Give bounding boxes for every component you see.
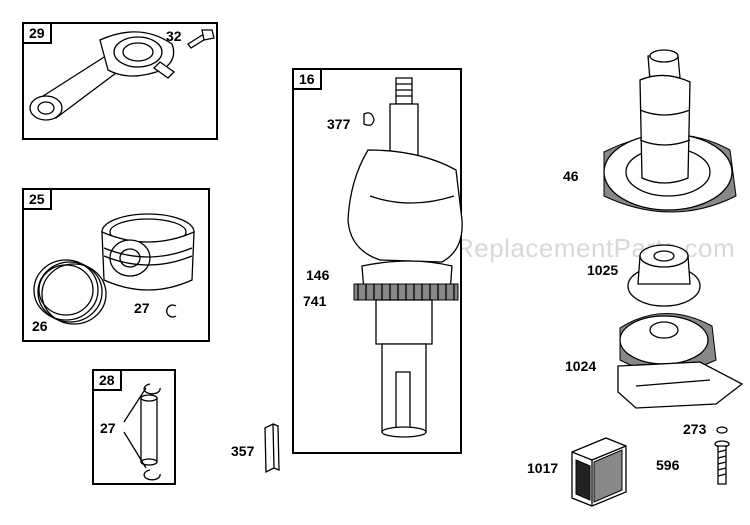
camshaft-gear-drawing (603, 49, 737, 213)
screw-596-drawing (714, 440, 730, 485)
label-46: 46 (563, 168, 579, 184)
box-tag-16: 16 (294, 70, 322, 90)
box-28-wrist-pin: 28 (92, 369, 176, 485)
crankshaft-drawing (347, 77, 463, 438)
label-1017: 1017 (527, 460, 559, 476)
piston-drawing (101, 213, 195, 291)
box-tag-25: 25 (24, 190, 52, 210)
label-377: 377 (327, 116, 351, 132)
label-1025: 1025 (587, 262, 619, 278)
bolt-32-drawing (187, 29, 215, 49)
label-146: 146 (306, 267, 330, 283)
wrist-pin-drawing (123, 383, 161, 481)
box-tag-29: 29 (24, 24, 52, 44)
woodruff-key-377-drawing (363, 112, 375, 126)
retainer-clip-drawing (166, 304, 177, 318)
label-273: 273 (683, 421, 707, 437)
filter-block-1017-drawing (571, 437, 627, 507)
piston-rings-drawing (33, 259, 107, 325)
label-26: 26 (32, 318, 48, 334)
label-357: 357 (231, 443, 255, 459)
label-32: 32 (166, 28, 182, 44)
governor-gear-1024-drawing (617, 313, 744, 409)
washer-273-drawing (716, 426, 728, 434)
pulley-1025-drawing (627, 244, 701, 307)
label-596: 596 (656, 457, 680, 473)
label-1024: 1024 (565, 358, 597, 374)
label-741: 741 (303, 293, 327, 309)
box-tag-28: 28 (94, 371, 122, 391)
connecting-rod-drawing (29, 31, 176, 121)
label-27-wrist-pin: 27 (100, 420, 116, 436)
key-357-drawing (264, 422, 280, 474)
label-27-retainer: 27 (134, 300, 150, 316)
